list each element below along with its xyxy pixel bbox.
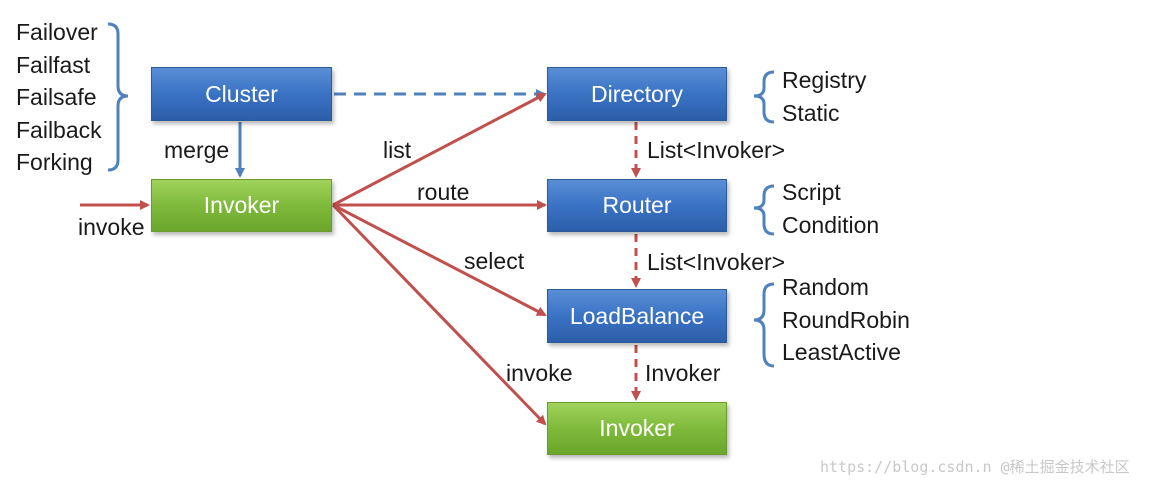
router-type-script: Script (782, 179, 841, 205)
invoke-entry-label: invoke (78, 214, 145, 240)
router-types-list: Script Condition (782, 176, 879, 241)
invoker-to-directory-arrow (332, 92, 547, 207)
strategy-failback: Failback (16, 116, 102, 143)
list-label: list (383, 137, 412, 163)
directory-node: Directory (547, 67, 727, 121)
directory-type-static: Static (782, 99, 840, 126)
router-node: Router (547, 179, 727, 232)
cluster-strategies-list: Failover Failfast Failsafe Failback Fork… (16, 16, 102, 179)
invoker-node: Invoker (151, 179, 332, 232)
target-invoker-node: Invoker (547, 402, 727, 455)
cluster-node: Cluster (151, 67, 332, 121)
merge-label: merge (164, 137, 230, 163)
directory-router-edge-label: List<Invoker> (647, 137, 786, 163)
lb-type-leastactive: LeastActive (782, 339, 901, 365)
loadbalance-node: LoadBalance (547, 289, 727, 343)
router-types-brace (753, 184, 775, 236)
lb-type-roundrobin: RoundRobin (782, 306, 910, 333)
invoker-to-target-invoker-arrow (331, 203, 547, 426)
strategy-forking: Forking (16, 149, 93, 175)
loadbalance-types-list: Random RoundRobin LeastActive (782, 271, 910, 369)
invoke-out-label: invoke (506, 360, 573, 386)
loadbalance-invoker-edge-label: Invoker (645, 360, 721, 386)
lb-type-random: Random (782, 274, 869, 300)
invoker-to-loadbalance-arrow (332, 203, 547, 317)
loadbalance-types-brace (753, 282, 775, 368)
strategy-failover: Failover (16, 19, 98, 45)
directory-types-brace (753, 70, 775, 124)
route-label: route (417, 179, 470, 205)
directory-types-list: Registry Static (782, 64, 866, 129)
directory-type-registry: Registry (782, 67, 867, 93)
router-type-condition: Condition (782, 211, 880, 238)
strategy-failsafe: Failsafe (16, 84, 97, 110)
strategy-failfast: Failfast (16, 51, 91, 78)
watermark-text: https://blog.csdn.n @稀土掘金技术社区 (820, 458, 1130, 476)
router-loadbalance-edge-label: List<Invoker> (647, 249, 786, 275)
select-label: select (464, 248, 525, 274)
cluster-strategies-brace (107, 22, 129, 172)
